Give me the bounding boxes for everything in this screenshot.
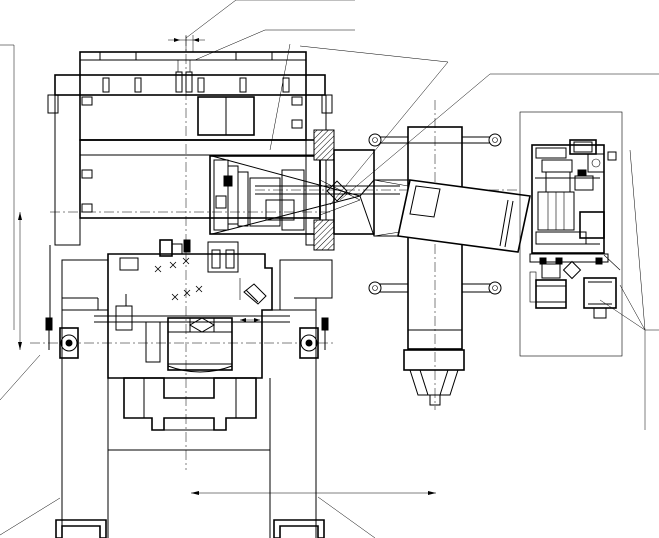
- arm-links: [368, 133, 502, 295]
- main-frame: [47, 51, 333, 246]
- middle-beam: [79, 139, 321, 219]
- wheel-left: [45, 317, 79, 359]
- wheel-right: [299, 317, 329, 359]
- lower-body: [61, 239, 333, 379]
- base: [49, 245, 325, 538]
- center-lines: [30, 36, 520, 470]
- tilted-box: [359, 178, 531, 253]
- dimension-lines: [13, 35, 436, 495]
- vertical-column: [403, 126, 465, 406]
- detail-panel: [519, 111, 623, 357]
